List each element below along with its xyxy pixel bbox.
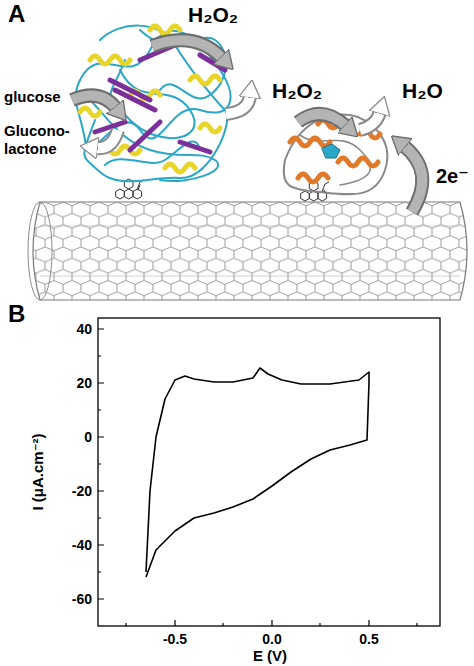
carbon-nanotube [28, 202, 467, 300]
axis-label: I (μA.cm⁻²) [29, 433, 47, 510]
tick-label: 20 [76, 375, 92, 392]
tick-label: -60 [72, 591, 92, 608]
product-label: Glucono- lactone [4, 122, 78, 158]
glucose-oxidase [76, 26, 231, 190]
tick-label: 40 [76, 321, 92, 338]
tick-label: 0 [84, 429, 92, 446]
molecule-label: H₂O₂ [188, 2, 238, 27]
electron-label: 2e⁻ [436, 164, 469, 188]
tick-label: -0.5 [163, 631, 187, 648]
panel-letter: B [8, 300, 25, 329]
pyrene-linker [116, 179, 329, 201]
tick-label: -40 [72, 537, 92, 554]
tick-label: -20 [72, 483, 92, 500]
reaction-arrow [72, 40, 422, 212]
tick-label: 0.0 [262, 631, 281, 648]
molecule-label: H₂O [402, 78, 443, 103]
molecule-label: H₂O₂ [272, 78, 322, 103]
panel-letter: A [8, 0, 25, 29]
tick-label: 0.5 [359, 631, 378, 648]
cv-chart [98, 318, 440, 626]
substrate-label: glucose [4, 88, 61, 106]
axis-label: E (V) [253, 647, 287, 665]
